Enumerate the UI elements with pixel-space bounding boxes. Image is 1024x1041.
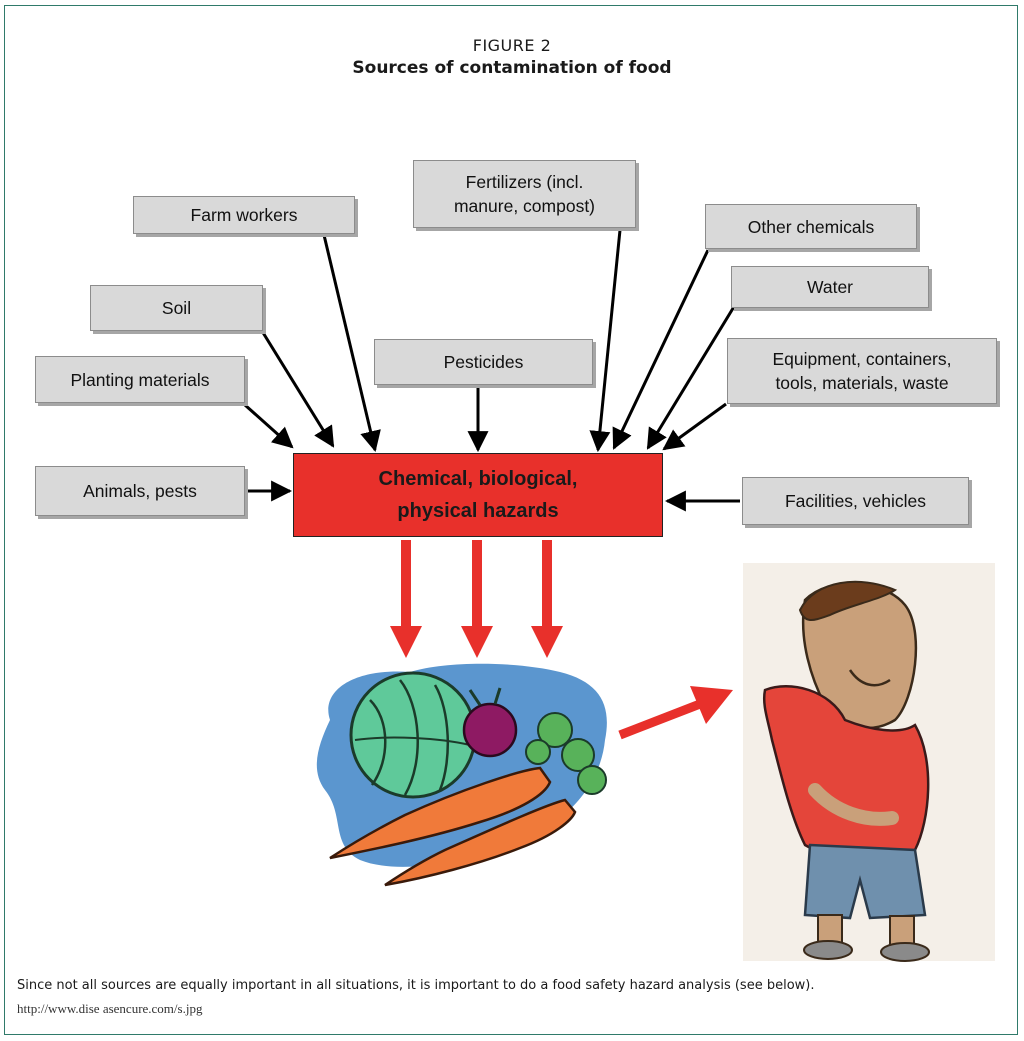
hazard-box: Chemical, biological, physical hazards	[293, 453, 663, 537]
red-arrow-1	[390, 540, 422, 658]
person-arm	[808, 783, 899, 826]
sick-person-illustration	[743, 563, 995, 962]
cabbage-icon	[349, 671, 477, 799]
arrow-fertilizers	[589, 229, 622, 453]
arrow-water	[646, 304, 737, 450]
arrow-farm-workers	[322, 234, 381, 453]
figure-title: Sources of contamination of food	[352, 58, 672, 78]
person-shorts	[803, 843, 927, 920]
source-box-equipment: Equipment, containers, tools, materials,…	[727, 338, 997, 404]
source-box-other-chemicals: Other chemicals	[705, 204, 917, 249]
source-box-pesticides: Pesticides	[374, 339, 593, 385]
arrow-soil	[260, 330, 335, 448]
vegetables-illustration	[316, 663, 607, 887]
carrot-greens-icon	[525, 712, 607, 795]
beet-icon	[462, 687, 518, 758]
carrot-icon	[329, 766, 577, 887]
source-box-farm-workers: Farm workers	[133, 196, 355, 234]
figure-frame	[4, 5, 1018, 1035]
source-box-soil: Soil	[90, 285, 263, 331]
source-box-water: Water	[731, 266, 929, 308]
source-box-facilities-vehicles: Facilities, vehicles	[742, 477, 969, 525]
source-url: http://www.dise asencure.com/s.jpg	[17, 1001, 203, 1016]
red-arrow-2	[461, 540, 493, 658]
red-arrow-to-person	[618, 686, 733, 740]
person-shoes	[803, 940, 930, 962]
hazard-arrows	[390, 540, 733, 740]
arrow-other-chemicals	[612, 249, 710, 450]
arrow-planting-materials	[244, 403, 294, 449]
arrow-equipment	[662, 402, 727, 451]
figure-label: FIGURE 2	[472, 36, 552, 55]
source-arrows	[244, 229, 740, 512]
source-box-planting-materials: Planting materials	[35, 356, 245, 403]
figure-caption: Since not all sources are equally import…	[17, 978, 815, 993]
source-box-animals-pests: Animals, pests	[35, 466, 245, 516]
source-box-fertilizers: Fertilizers (incl. manure, compost)	[413, 160, 636, 228]
person-head-icon	[798, 580, 918, 730]
red-arrow-3	[531, 540, 563, 658]
